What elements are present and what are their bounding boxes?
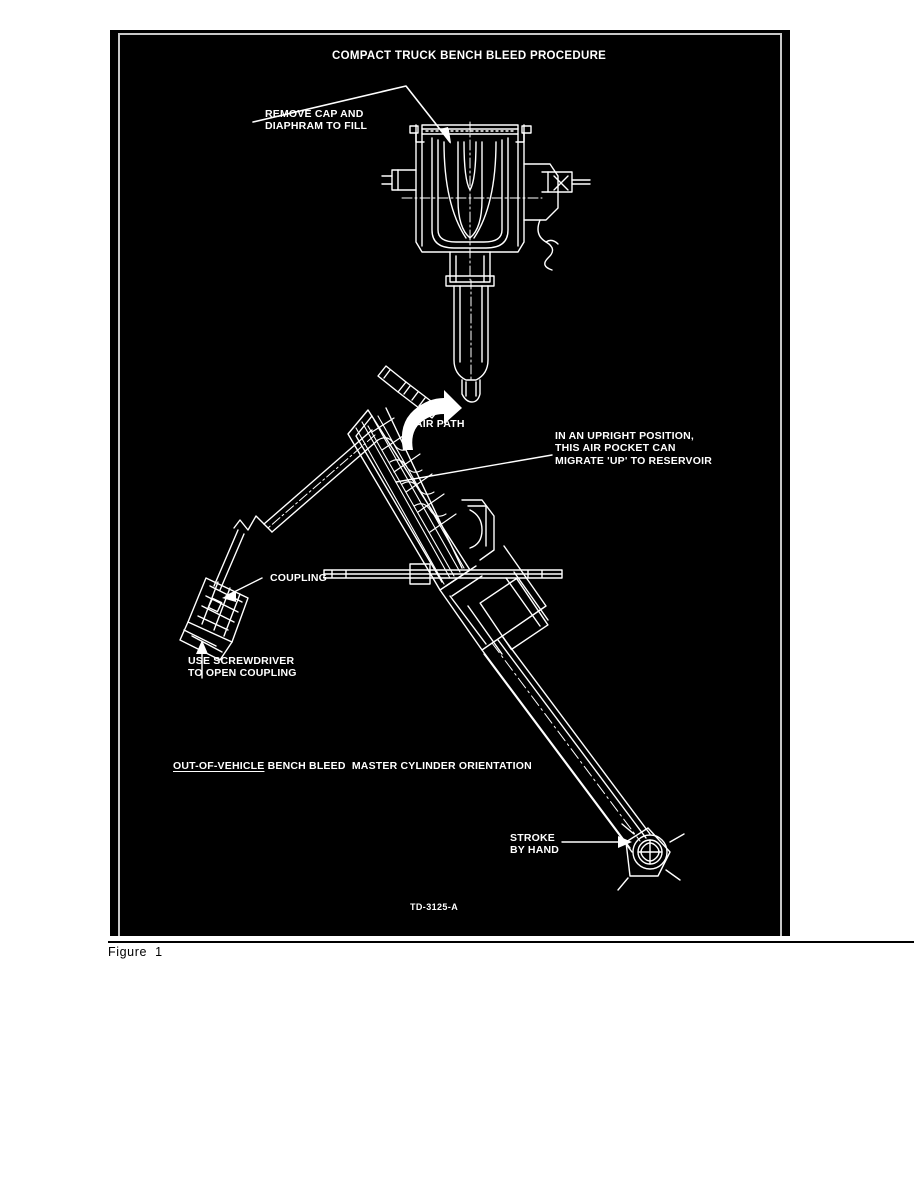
master-cylinder-body: [323, 407, 563, 597]
pushrod-housing: [439, 545, 549, 655]
leader-coupling: [222, 577, 263, 602]
cylinder-upper-barrel: [453, 279, 489, 403]
reservoir-assembly: [381, 121, 591, 287]
annotation-remove-cap: REMOVE CAP AND DIAPHRAM TO FILL: [265, 108, 368, 133]
figure-subtitle-underlined: OUT-OF-VEHICLE: [173, 760, 265, 772]
figure-illustration-panel: COMPACT TRUCK BENCH BLEED PROCEDURE REMO…: [110, 30, 790, 938]
annotation-use-screwdriver: USE SCREWDRIVER TO OPEN COUPLING: [188, 655, 297, 680]
master-cylinder-line-drawing: [179, 85, 685, 891]
figure-caption: Figure 1: [108, 945, 163, 959]
panel-baseline-rule: [110, 936, 810, 939]
annotation-upright-position: IN AN UPRIGHT POSITION, THIS AIR POCKET …: [555, 430, 713, 467]
figure-subtitle-rest: BENCH BLEED MASTER CYLINDER ORIENTATION: [264, 760, 532, 772]
leader-stroke-by-hand: [561, 836, 632, 848]
rod-end-clevis: [617, 823, 685, 891]
leader-upright-position: [395, 454, 553, 483]
figure-title: COMPACT TRUCK BENCH BLEED PROCEDURE: [332, 50, 607, 62]
leader-use-screwdriver: [196, 640, 208, 679]
outlet-tube-fittings: [377, 365, 441, 419]
air-path-arrow: [401, 390, 462, 450]
annotation-coupling: COUPLING: [270, 572, 328, 584]
annotation-air-path: AIR PATH: [415, 418, 465, 430]
figure-subtitle: OUT-OF-VEHICLE BENCH BLEED MASTER CYLIND…: [173, 760, 532, 772]
push-rod: [481, 635, 685, 891]
bleeder-tube: [213, 429, 379, 591]
drawing-number: TD-3125-A: [410, 902, 459, 912]
caption-divider-rule: [108, 941, 914, 943]
annotation-stroke-by-hand: STROKE BY HAND: [510, 832, 560, 857]
